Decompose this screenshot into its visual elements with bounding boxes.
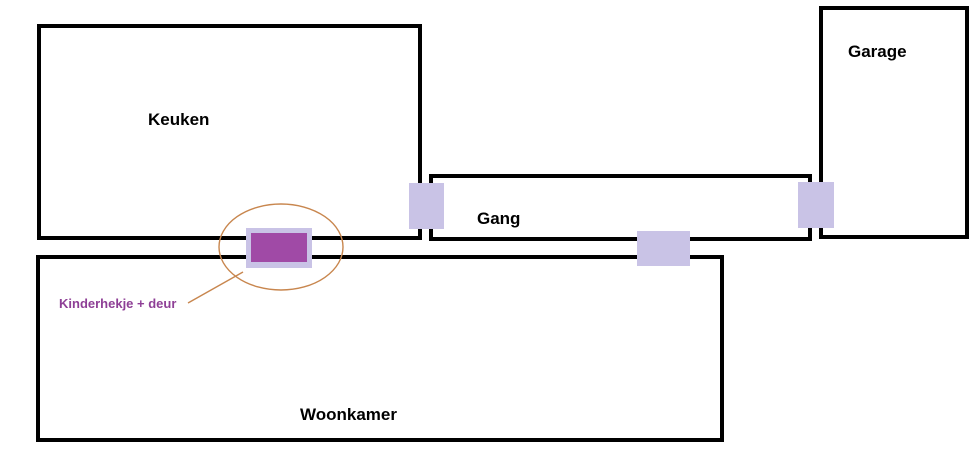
label-garage: Garage [848, 42, 907, 61]
label-kinderhekje: Kinderhekje + deur [59, 296, 176, 311]
door-gang-woonkamer [637, 231, 690, 266]
room-garage [819, 6, 969, 239]
label-woonkamer: Woonkamer [300, 405, 397, 424]
callout-leader-line [187, 271, 244, 304]
callout-ellipse [218, 203, 344, 291]
door-keuken-gang [409, 183, 444, 229]
door-gang-garage [798, 182, 834, 228]
room-keuken [37, 24, 422, 240]
child-gate [251, 233, 307, 262]
label-keuken: Keuken [148, 110, 209, 129]
label-gang: Gang [477, 209, 520, 228]
room-woonkamer [36, 255, 724, 442]
room-gang [429, 174, 812, 241]
